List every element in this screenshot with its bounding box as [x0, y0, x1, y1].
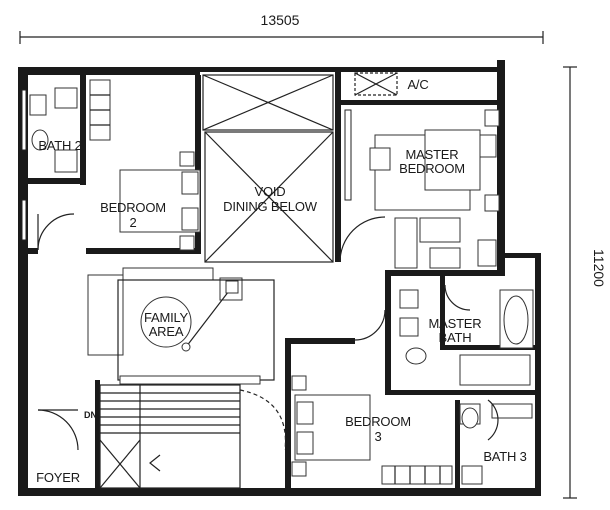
family-area-label: FAMILY	[144, 310, 189, 325]
master-bath-label-2: BATH	[439, 330, 472, 345]
staircase	[99, 384, 287, 489]
doors	[37, 213, 499, 451]
void-area	[202, 74, 334, 263]
bath-3-fixtures	[459, 403, 533, 485]
family-table	[140, 280, 239, 352]
windows	[21, 89, 352, 241]
master-wardrobe	[394, 217, 497, 269]
bedroom-3-wardrobe	[381, 465, 453, 485]
dining-below-label: DINING BELOW	[223, 199, 318, 214]
bedroom-2-number: 2	[129, 215, 136, 230]
height-dimension: 11200	[563, 66, 607, 499]
height-dimension-label: 11200	[591, 249, 607, 287]
master-bedroom-label: MASTER	[406, 147, 459, 162]
family-rug	[117, 279, 275, 381]
bath-2-label: BATH 2	[38, 138, 81, 153]
bath-3-label: BATH 3	[483, 449, 526, 464]
master-bath-fixtures	[399, 289, 534, 386]
bedroom-2-bed	[119, 151, 201, 251]
bedroom-2-label: BEDROOM	[100, 200, 166, 215]
bedroom-3-number: 3	[374, 429, 381, 444]
stair-down-label: DN	[84, 410, 97, 420]
ac-label: A/C	[407, 77, 428, 92]
family-tv-console	[119, 375, 261, 385]
family-area-label-2: AREA	[149, 324, 184, 339]
bedroom-3-bed	[291, 375, 371, 477]
width-dimension-label: 13505	[261, 12, 300, 28]
width-dimension: 13505	[19, 12, 544, 44]
bedroom-2-wardrobe	[89, 79, 111, 141]
bedroom-3-label: BEDROOM	[345, 414, 411, 429]
bath-2-fixtures	[29, 87, 78, 173]
master-bedroom-label-2: BEDROOM	[399, 161, 465, 176]
ac-ledge	[354, 72, 398, 96]
master-bath-label: MASTER	[429, 316, 482, 331]
exterior-walls	[18, 60, 541, 496]
void-label: VOID	[255, 184, 286, 199]
interior-walls	[28, 72, 540, 488]
foyer-label: FOYER	[36, 470, 80, 485]
master-bed	[369, 109, 500, 212]
